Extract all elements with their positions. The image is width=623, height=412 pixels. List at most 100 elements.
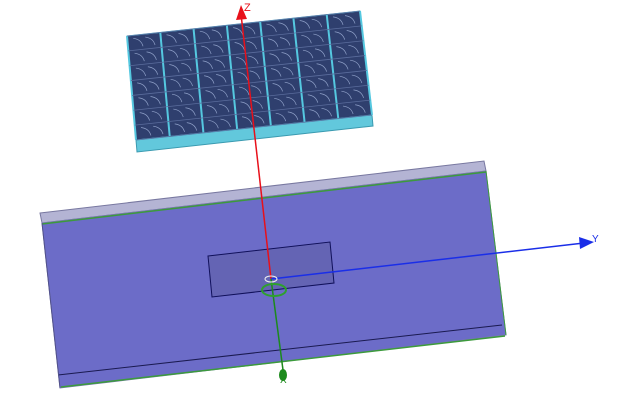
array-element: [306, 79, 317, 88]
z-axis-label: Z: [244, 2, 251, 14]
array-element: [301, 34, 312, 44]
array-element: [337, 61, 349, 70]
array-element: [252, 100, 263, 109]
array-element: [275, 112, 287, 122]
array-element: [206, 105, 218, 114]
array-element: [254, 115, 265, 124]
array-element: [181, 62, 192, 72]
x-axis-line: [270, 278, 284, 371]
array-element: [251, 85, 262, 94]
array-element: [179, 47, 191, 57]
array-element: [220, 118, 231, 128]
y-axis-arrowhead: [579, 237, 594, 249]
array-element: [169, 64, 180, 73]
array-column-divider: [325, 14, 340, 119]
array-column-divider: [359, 10, 373, 116]
array-element: [218, 103, 230, 113]
array-element: [336, 46, 347, 55]
array-column-divider: [159, 32, 171, 137]
array-element: [311, 18, 323, 28]
array-element: [240, 101, 251, 110]
array-element: [246, 40, 257, 50]
array-element: [173, 108, 184, 118]
ground-plane-left-edge: [41, 222, 61, 389]
array-column-divider: [225, 25, 239, 130]
array-element: [272, 83, 283, 92]
array-row-divider: [126, 10, 361, 37]
array-element: [140, 127, 152, 136]
antenna-array[interactable]: [126, 10, 374, 153]
array-element: [266, 23, 277, 33]
array-element: [208, 119, 219, 129]
z-axis-arrowhead: [236, 5, 247, 20]
array-element: [153, 125, 164, 135]
array-element: [236, 56, 247, 66]
array-element: [211, 29, 223, 38]
origin-marker: [264, 275, 278, 283]
array-element: [341, 90, 352, 100]
array-element: [171, 93, 183, 103]
array-element: [166, 34, 177, 43]
x-axis-label: X: [280, 375, 287, 386]
array-element: [346, 30, 358, 39]
array-element: [281, 52, 292, 61]
array-element: [167, 49, 179, 58]
array-element: [204, 75, 215, 84]
array-element: [279, 37, 291, 46]
array-element: [146, 51, 157, 60]
array-element: [274, 97, 285, 107]
array-element: [316, 63, 327, 72]
array-element: [214, 59, 225, 68]
z-axis-line: [240, 13, 272, 280]
array-column-divider: [126, 35, 137, 141]
array-element: [321, 107, 332, 117]
array-element: [245, 25, 256, 35]
array-element: [318, 78, 329, 87]
array-element: [133, 37, 144, 47]
array-element: [239, 86, 250, 96]
ground-plane-top-edge: [41, 171, 487, 225]
array-element: [138, 97, 149, 106]
array-element: [334, 31, 346, 40]
array-element: [186, 122, 198, 131]
y-axis-line: [270, 242, 585, 280]
array-element: [213, 44, 224, 53]
array-element: [353, 89, 364, 98]
array-element: [283, 66, 294, 76]
array-element: [319, 93, 331, 102]
array-column-divider: [259, 21, 272, 126]
array-element: [344, 15, 356, 24]
array-element: [234, 42, 245, 51]
array-element: [201, 45, 212, 55]
array-element: [137, 82, 148, 91]
array-element: [269, 53, 280, 62]
array-element: [287, 111, 299, 120]
ground-plane-bottom-edge: [60, 335, 506, 388]
array-element: [313, 33, 324, 43]
array-element: [307, 94, 319, 103]
array-element: [304, 64, 315, 74]
array-element: [151, 110, 163, 120]
array-element: [351, 74, 363, 84]
array-element: [150, 96, 161, 105]
feed-patch[interactable]: [207, 241, 335, 298]
array-element: [299, 20, 311, 29]
array-row-divider: [128, 25, 362, 52]
array-element: [332, 16, 344, 25]
array-element: [184, 92, 195, 101]
feed-port-ring[interactable]: [261, 283, 287, 297]
array-element: [302, 49, 314, 59]
coordinate-axes: Z Y X: [236, 2, 599, 386]
y-axis-label: Y: [592, 234, 599, 245]
array-element: [178, 33, 189, 42]
array-element: [205, 90, 216, 99]
array-element: [145, 36, 156, 46]
x-axis-arrowhead: [279, 369, 287, 381]
array-element: [135, 67, 146, 77]
array-element: [149, 81, 160, 90]
array-element: [350, 59, 361, 69]
array-element: [147, 66, 159, 75]
array-element: [134, 52, 145, 62]
